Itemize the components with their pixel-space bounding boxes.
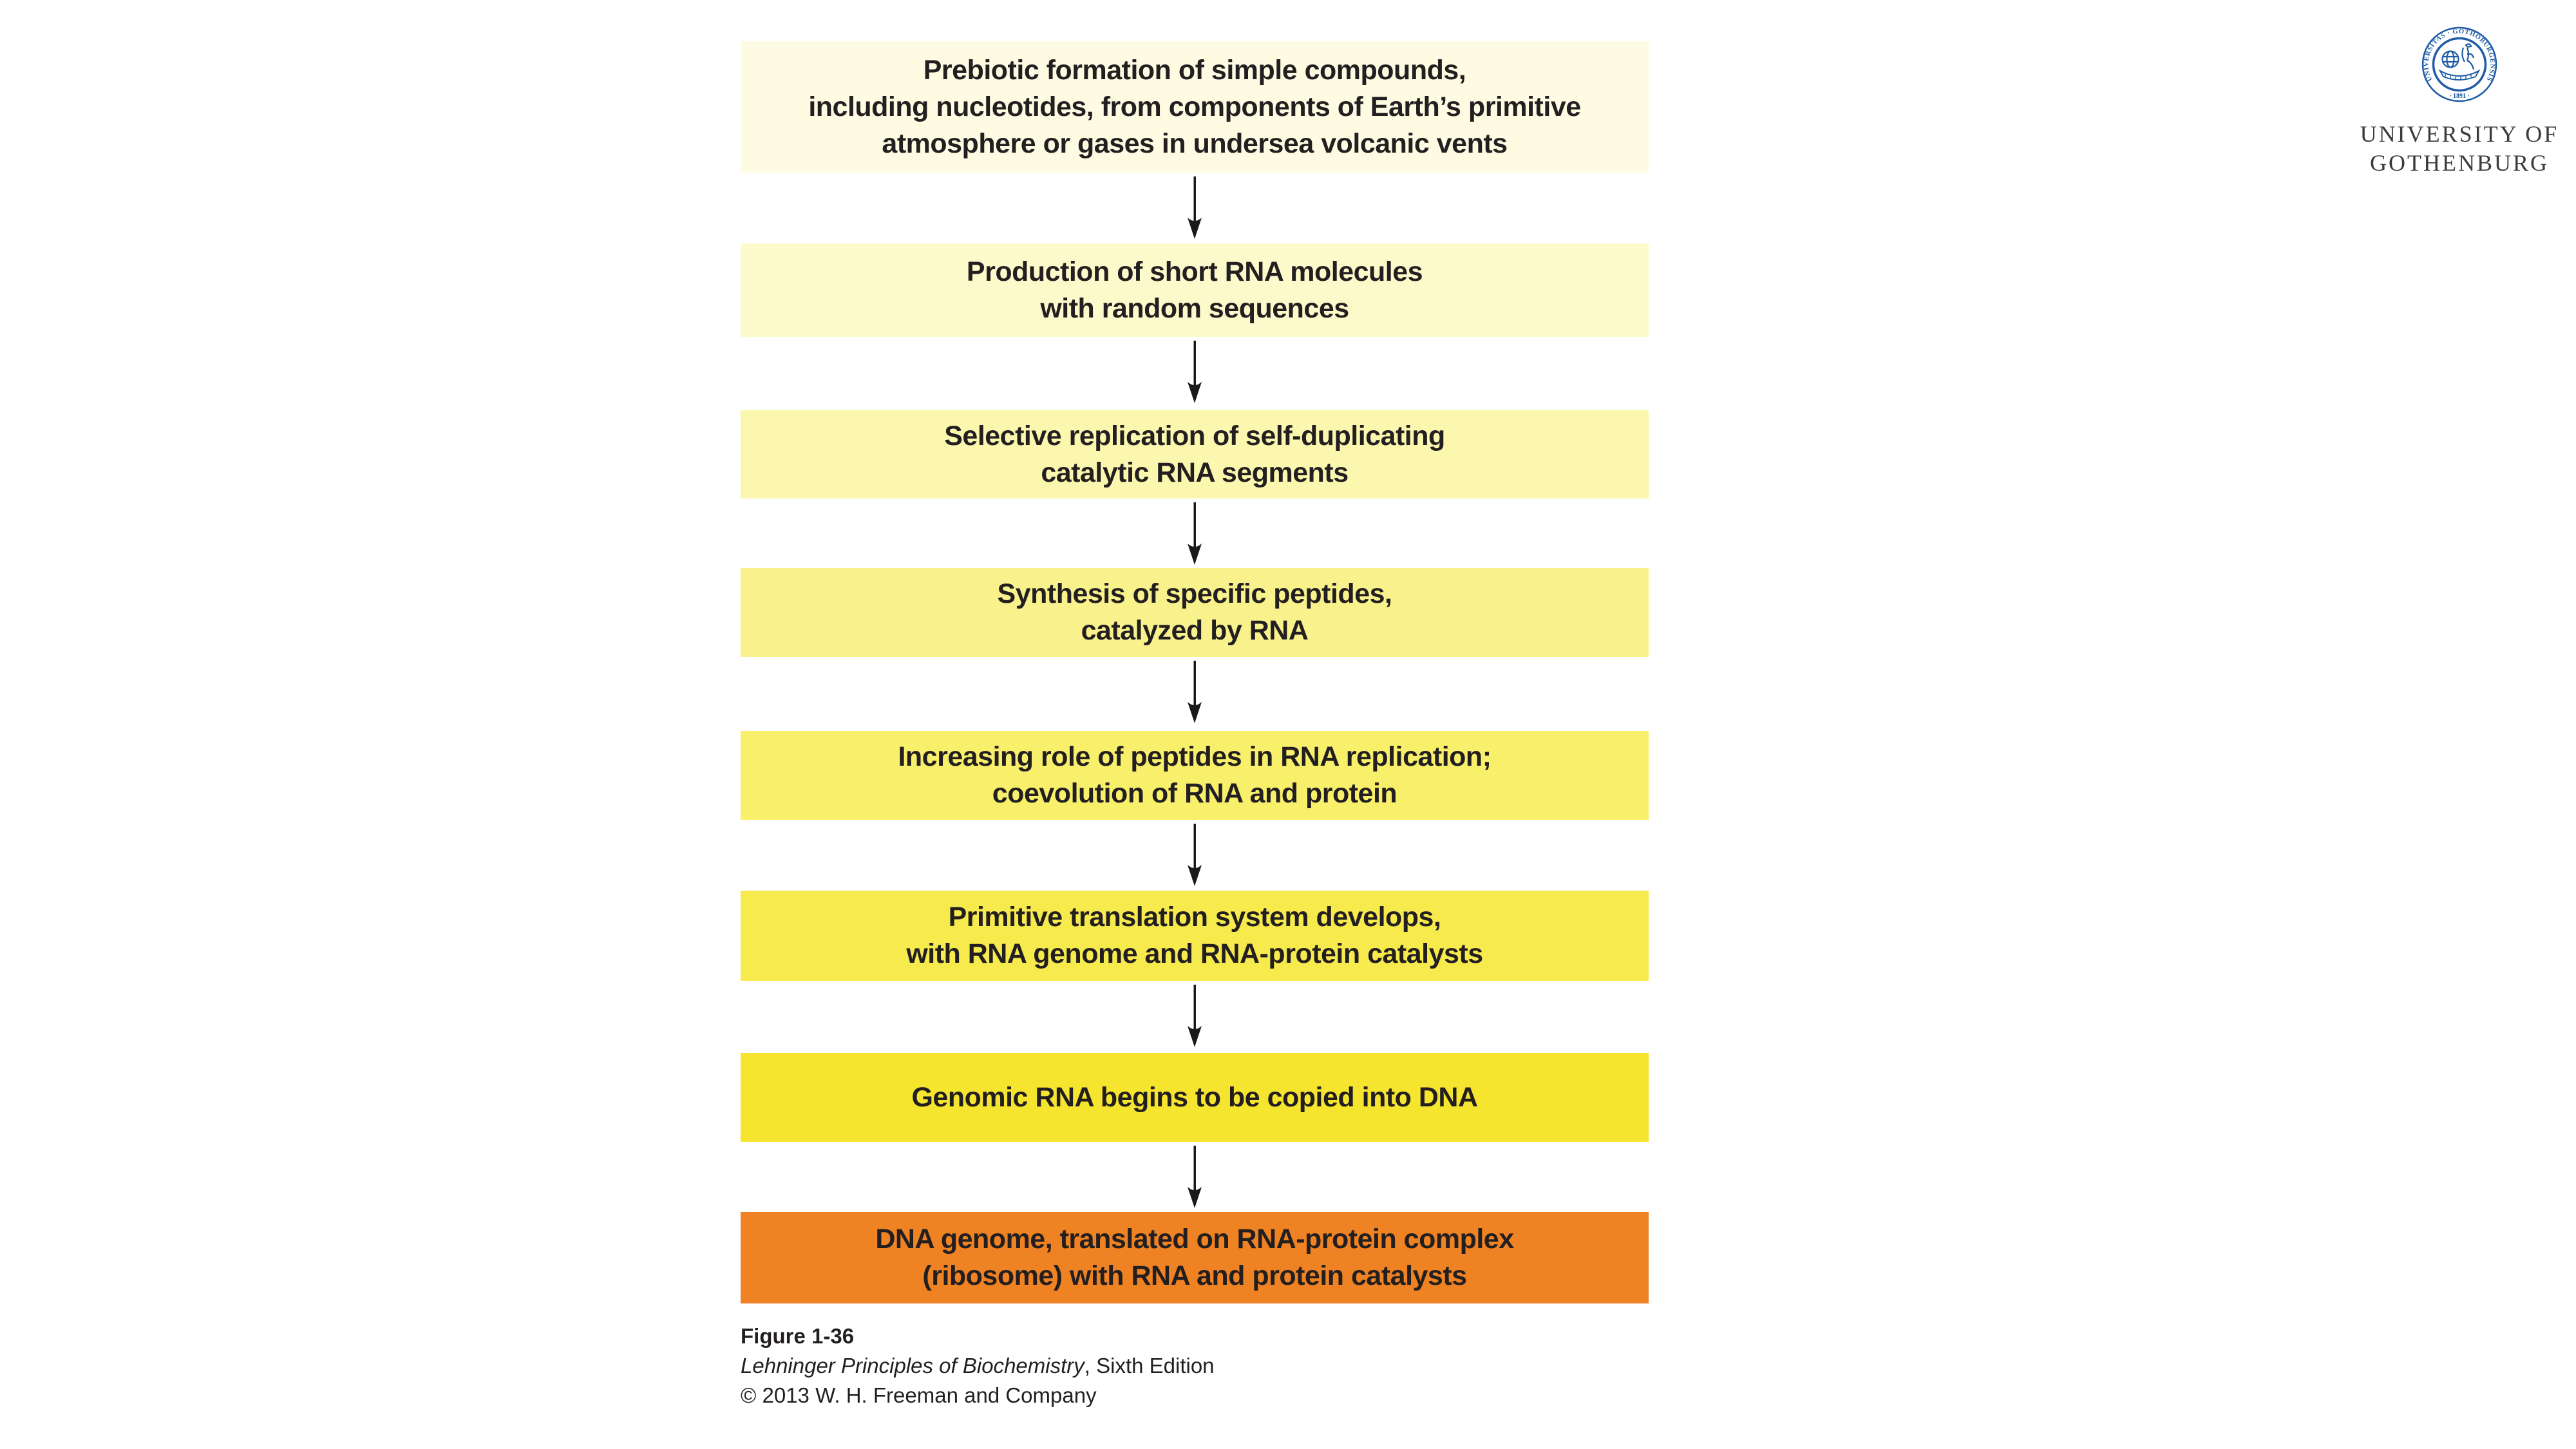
down-arrow-icon bbox=[1188, 176, 1202, 239]
down-arrow-icon bbox=[1188, 341, 1202, 403]
flow-step-translation-system: Primitive translation system develops, w… bbox=[741, 891, 1649, 981]
flow-step-prebiotic-formation: Prebiotic formation of simple compounds,… bbox=[741, 41, 1649, 173]
seal-year-text: · 1891 · bbox=[2449, 93, 2470, 100]
flow-step-selective-replication: Selective replication of self-duplicatin… bbox=[741, 410, 1649, 498]
down-arrow-icon bbox=[1188, 502, 1202, 565]
book-edition: , Sixth Edition bbox=[1084, 1354, 1215, 1378]
university-name-line2: GOTHENBURG bbox=[2370, 150, 2549, 176]
flow-step-dna-genome: DNA genome, translated on RNA-protein co… bbox=[741, 1212, 1649, 1303]
figure-number: Figure 1-36 bbox=[741, 1324, 855, 1348]
flow-step-rna-to-dna: Genomic RNA begins to be copied into DNA bbox=[741, 1053, 1649, 1142]
flow-step-peptide-synthesis: Synthesis of specific peptides, catalyze… bbox=[741, 568, 1649, 657]
down-arrow-icon bbox=[1188, 824, 1202, 886]
figure-caption: Figure 1-36 Lehninger Principles of Bioc… bbox=[741, 1321, 1215, 1410]
book-title: Lehninger Principles of Biochemistry bbox=[741, 1354, 1084, 1378]
down-arrow-icon bbox=[1188, 985, 1202, 1047]
university-seal-icon: UNIVERSITAS · GOTHOBURGENSIS · 1891 · bbox=[2421, 26, 2497, 102]
figure-source: Lehninger Principles of Biochemistry, Si… bbox=[741, 1351, 1215, 1381]
down-arrow-icon bbox=[1188, 661, 1202, 723]
seal-emblem bbox=[2438, 43, 2481, 80]
flow-step-short-rna: Production of short RNA molecules with r… bbox=[741, 243, 1649, 337]
copyright-line: © 2013 W. H. Freeman and Company bbox=[741, 1383, 1097, 1407]
university-name-line1: UNIVERSITY OF bbox=[2360, 121, 2559, 147]
university-logo: UNIVERSITAS · GOTHOBURGENSIS · 1891 · UN… bbox=[2343, 26, 2576, 178]
down-arrow-icon bbox=[1188, 1146, 1202, 1208]
flow-step-peptide-role: Increasing role of peptides in RNA repli… bbox=[741, 731, 1649, 820]
